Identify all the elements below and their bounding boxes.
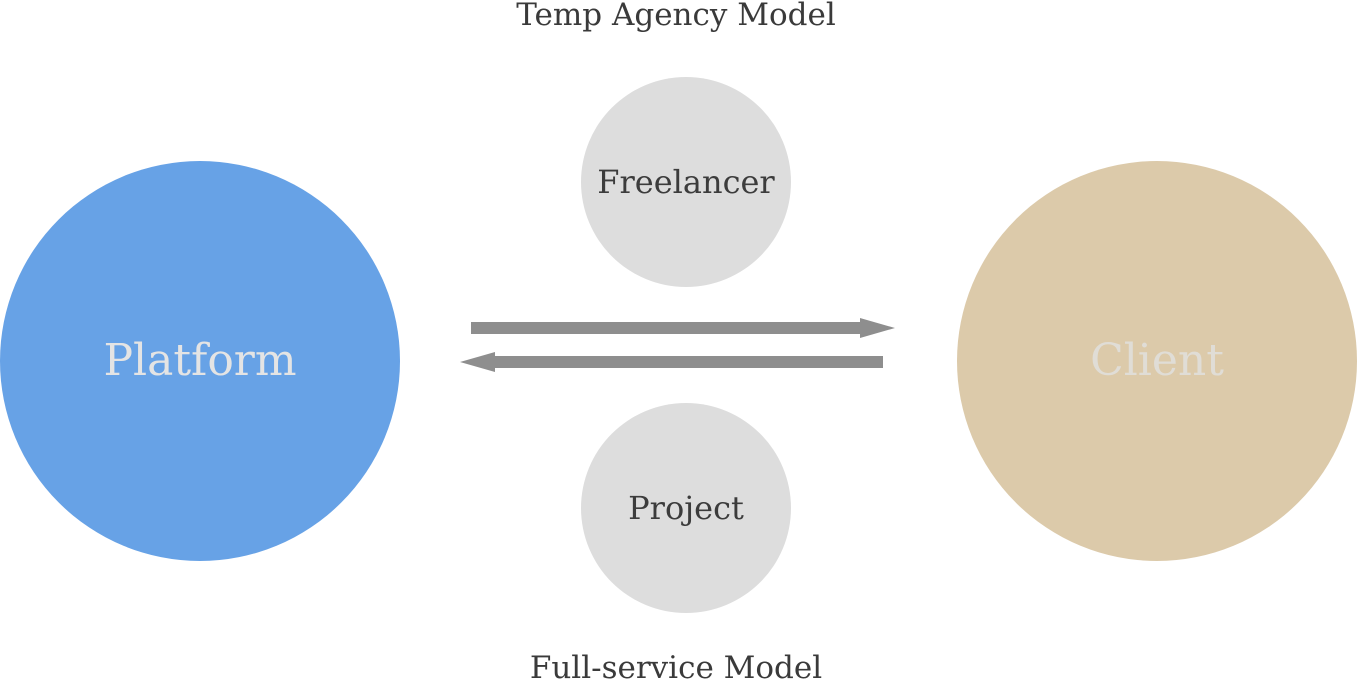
platform-node: Platform [0,161,400,561]
full-service-model-label: Full-service Model [529,650,823,682]
arrow-client-to-platform [460,352,883,372]
project-label: Project [628,489,744,527]
temp-agency-model-label: Temp Agency Model [516,0,836,33]
freelancer-label: Freelancer [597,163,775,201]
project-node: Project [581,403,791,613]
platform-label: Platform [103,335,297,386]
client-node: Client [957,161,1357,561]
arrow-platform-to-client [471,318,895,338]
client-label: Client [1090,335,1224,386]
freelancer-node: Freelancer [581,77,791,287]
